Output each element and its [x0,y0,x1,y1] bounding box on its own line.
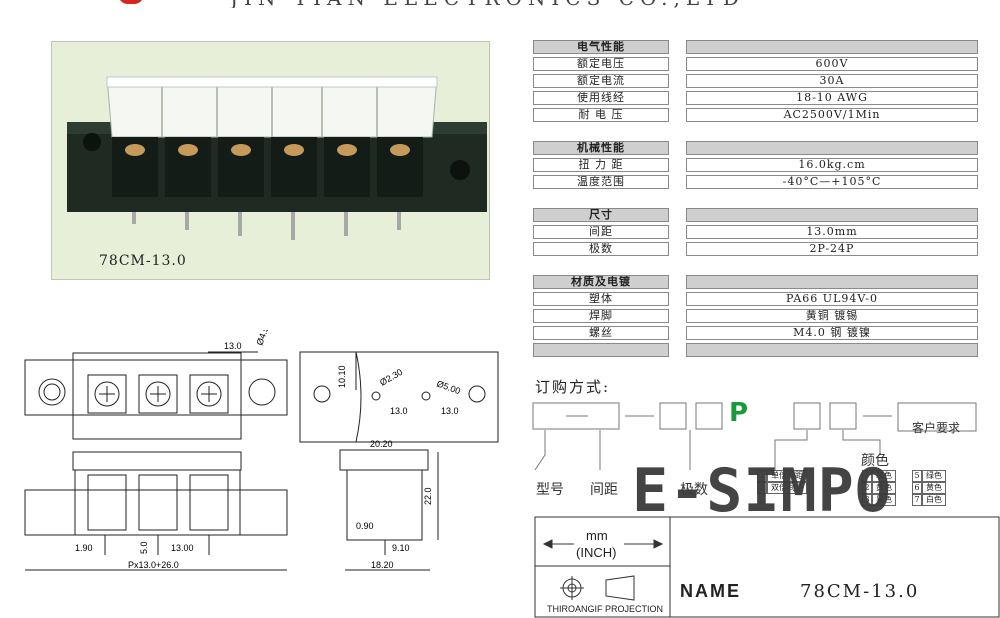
spec-section-electrical-bar [686,40,978,54]
customer-requirement: 客户要求 [912,421,961,435]
dim-label: Px13.0+26.0 [128,560,179,570]
order-code-diagram [532,402,977,471]
spec-label: 额定电压 [533,57,669,71]
dim-label: 13.00 [171,543,194,553]
spec-label: 焊脚 [533,309,669,323]
name-label: NAME [680,581,741,601]
dim-label: 13.0 [441,406,459,416]
dim-label: Ø5.00 [435,378,461,396]
spec-label: 扭 力 距 [533,158,669,172]
spec-section-material-bar [686,275,978,289]
spec-section-electrical: 电气性能 [533,40,669,54]
model-label: 型号 [536,482,564,498]
dim-label: 0.90 [356,521,374,531]
spec-label: 间距 [533,225,669,239]
dim-label: 13.0 [390,406,408,416]
spec-section-size: 尺寸 [533,208,669,222]
terminal-block-illustration [67,76,487,240]
spec-value: AC2500V/1Min [686,108,978,122]
dim-label: 10.10 [337,365,347,388]
dim-label: 9.10 [392,543,410,553]
spec-value: 16.0kg.cm [686,158,978,172]
color-code: 6 [912,482,922,494]
color-code: 5 [912,470,922,482]
spec-label: 塑体 [533,292,669,306]
logo-fragment [118,0,144,4]
color-text: 黄色 [922,482,946,494]
dim-label: 18.20 [371,560,394,570]
spec-label: 温度范围 [533,175,669,189]
spec-section-mechanical-bar [686,141,978,155]
color-text: 黑色 [872,494,896,506]
unit-inch: (INCH) [576,545,617,560]
pitch-label: 间距 [590,482,618,498]
dim-label: 13.0 [224,341,242,351]
spec-value: 600V [686,57,978,71]
color-code: 3 [862,494,872,506]
pitch-opt-code: 2 [757,482,767,494]
color-text: 灰色 [872,470,896,482]
order-title: 订购方式: [535,378,611,396]
dim-label: 1.90 [75,543,93,553]
color-text: 黄色 [872,482,896,494]
dim-label: Ø4.50 [254,330,272,347]
spec-section-mechanical: 机械性能 [533,141,669,155]
name-value: 78CM-13.0 [800,581,920,602]
spec-label: 耐 电 压 [533,108,669,122]
spec-label: 额定电流 [533,74,669,88]
color-code: 1 [862,470,872,482]
order-p-letter: P [729,398,749,428]
dim-label: 22.0 [423,487,433,505]
color-label: 颜色 [861,453,889,469]
dim-label: 5.0 [139,541,149,554]
spec-label: 螺丝 [533,326,669,340]
spec-label: 极数 [533,242,669,256]
unit-mm: mm [586,528,608,543]
technical-drawing: 13.0 Ø4.50 10.10 Ø2.30 Ø5.00 13.0 13.0 2… [24,330,499,571]
spec-value: 2P-24P [686,242,978,256]
spec-value: 黄铜 镀锡 [686,309,978,323]
spec-value: PA66 UL94V-0 [686,292,978,306]
watermark: E-SIMPO [632,456,892,526]
spec-label-empty [533,343,669,357]
header-title-fragment: JIN TIAN ELECTRONICS CO.,LTD [230,0,790,8]
spec-section-size-bar [686,208,978,222]
pitch-opt-text: 双倍间距 [767,482,807,494]
projection-label: THIROANGIF PROJECTION [547,604,664,614]
poles-label: 极数 [680,482,708,498]
color-text: 绿色 [922,470,946,482]
dim-label: 20.20 [370,439,393,449]
pitch-opt-text: 单倍间距 [767,470,807,482]
photo-model-label: 78CM-13.0 [99,253,187,269]
product-photo: 78CM-13.0 [51,41,490,280]
spec-value: 13.0mm [686,225,978,239]
spec-label: 使用线经 [533,91,669,105]
spec-value: -40°C—+105°C [686,175,978,189]
pitch-opt-code: 1 [757,470,767,482]
spec-section-material: 材质及电镀 [533,275,669,289]
spec-value: 18-10 AWG [686,91,978,105]
spec-value-empty [686,343,978,357]
color-code: 2 [862,482,872,494]
color-code: 7 [912,494,922,506]
dim-label: Ø2.30 [378,367,404,388]
spec-value: 30A [686,74,978,88]
color-text: 白色 [922,494,946,506]
title-block-frame [534,516,1000,618]
spec-value: M4.0 钢 镀镍 [686,326,978,340]
